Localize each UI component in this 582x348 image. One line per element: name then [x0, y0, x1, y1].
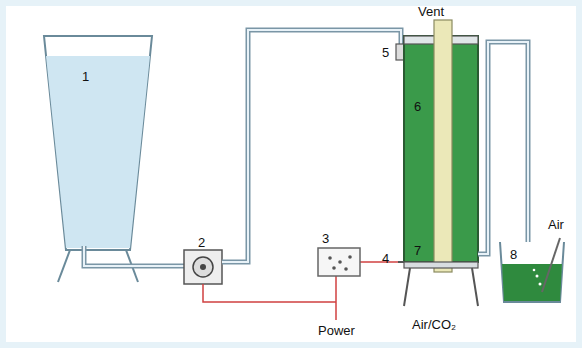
callout-number: 3	[322, 232, 329, 245]
callout-number: 5	[382, 46, 389, 59]
callout-number: 6	[414, 100, 421, 113]
gas-inlet-label: Air/CO₂	[412, 318, 456, 331]
power-label: Power	[318, 324, 355, 337]
air-label: Air	[548, 218, 564, 231]
vent-label: Vent	[418, 5, 444, 18]
callout-number: 4	[382, 252, 389, 265]
callout-number: 1	[82, 70, 89, 83]
callout-number: 2	[198, 236, 205, 249]
callout-number: 7	[414, 244, 421, 257]
callout-number: 8	[510, 248, 517, 261]
